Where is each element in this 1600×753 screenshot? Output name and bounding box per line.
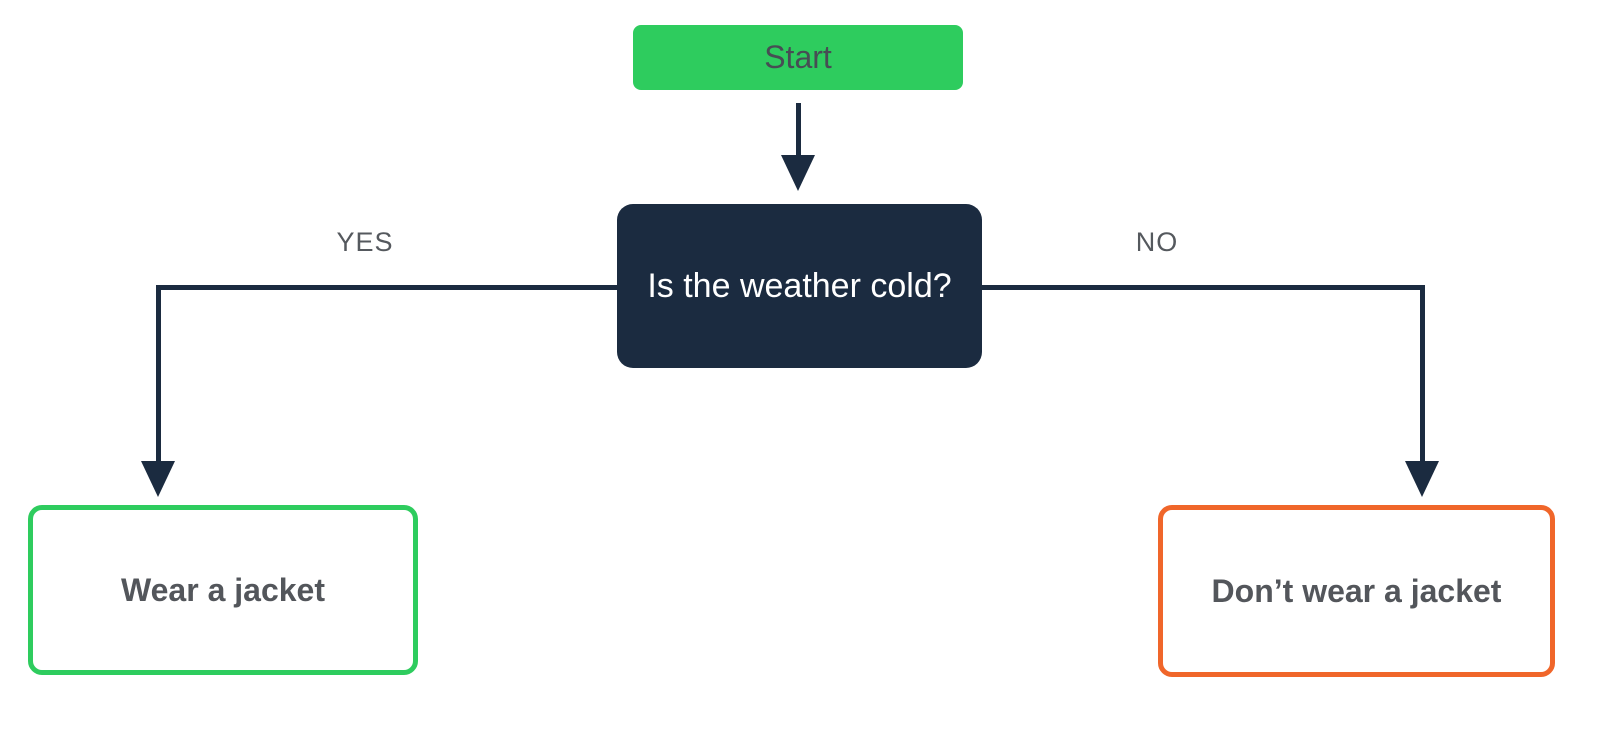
node-question[interactable]: Is the weather cold? bbox=[617, 204, 982, 368]
node-outcome-wear-jacket[interactable]: Wear a jacket bbox=[28, 505, 418, 675]
edge-no-vertical-line bbox=[1420, 285, 1425, 463]
start-arrowhead-icon bbox=[781, 155, 815, 191]
edge-label-no: NO bbox=[1135, 227, 1179, 257]
node-outcome-dont-wear-jacket[interactable]: Don’t wear a jacket bbox=[1158, 505, 1555, 677]
edge-no-horizontal-line bbox=[979, 285, 1425, 290]
edge-label-yes: YES bbox=[336, 227, 394, 257]
edge-yes-vertical-line bbox=[156, 285, 161, 463]
no-arrowhead-icon bbox=[1405, 461, 1439, 497]
edge-start-to-question-line bbox=[796, 103, 801, 163]
yes-arrowhead-icon bbox=[141, 461, 175, 497]
edge-yes-horizontal-line bbox=[156, 285, 620, 290]
node-start[interactable]: Start bbox=[633, 25, 963, 90]
